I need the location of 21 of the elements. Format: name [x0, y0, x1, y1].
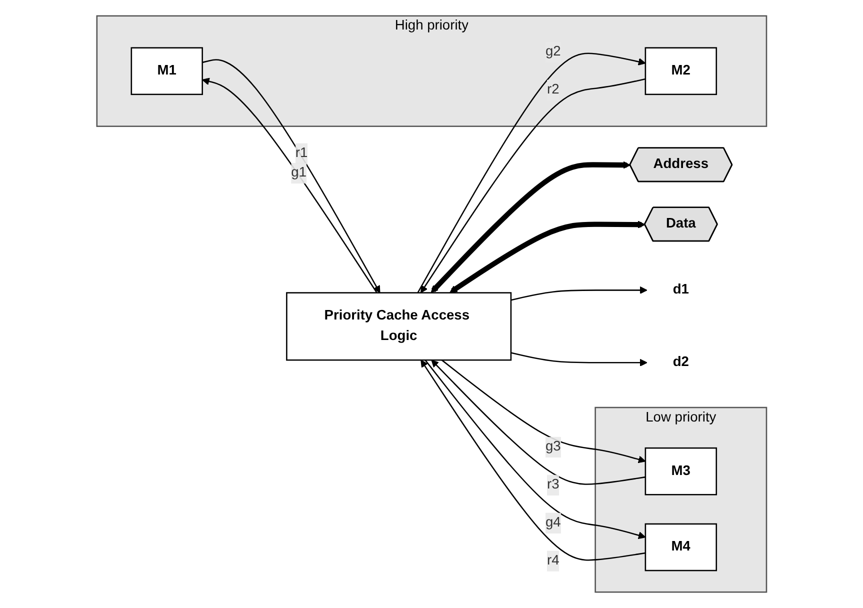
node-box: M2	[644, 47, 717, 96]
arrow	[449, 220, 646, 294]
edge-label: r2	[546, 82, 560, 97]
arrow	[510, 286, 648, 301]
edge-label: r3	[546, 477, 560, 492]
arrow	[430, 360, 646, 485]
node-box: M4	[644, 523, 717, 572]
node-text: d1	[672, 282, 689, 298]
edge-label: r4	[546, 553, 560, 568]
edge-label: g2	[545, 44, 561, 60]
arrow	[430, 161, 630, 293]
edge-label: g1	[290, 165, 306, 180]
node-box: M1	[130, 47, 203, 96]
node-text: d2	[672, 354, 689, 370]
edge-label: r1	[295, 146, 308, 160]
arrow	[441, 360, 646, 464]
node-box: M3	[644, 447, 717, 496]
edge-label: g3	[545, 439, 561, 454]
node-box: Priority Cache Access Logic	[286, 292, 512, 361]
arrow	[510, 352, 648, 366]
edge-label: g4	[545, 515, 561, 530]
